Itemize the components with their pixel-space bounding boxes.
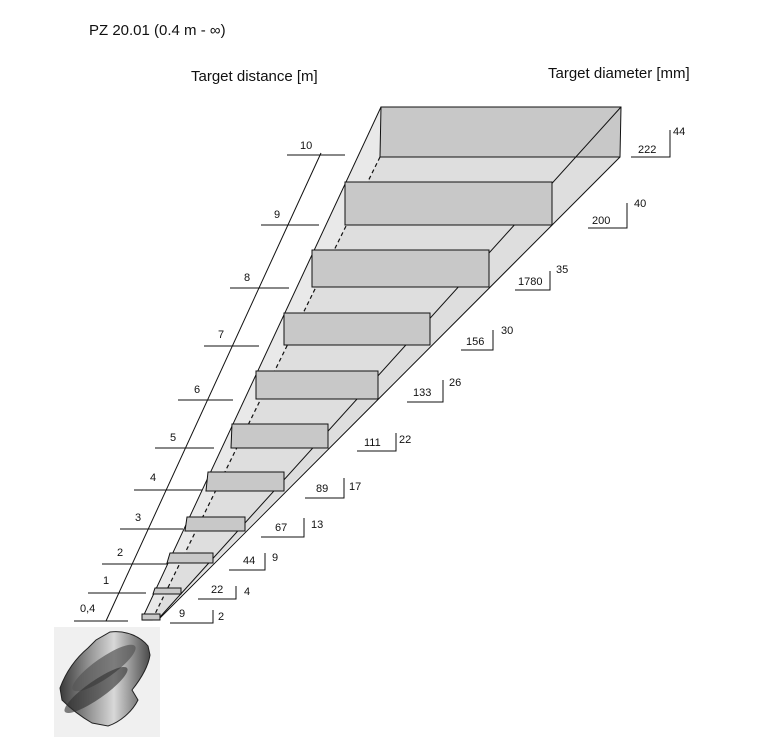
diameter-label: 44 xyxy=(243,555,255,567)
diameter-header: Target diameter [mm] xyxy=(548,65,690,82)
target-box xyxy=(184,516,246,532)
diameter-label: 67 xyxy=(275,522,287,534)
diameter-sub-label: 40 xyxy=(634,198,646,210)
diameter-label: 156 xyxy=(466,336,484,348)
diameter-sub-label: 9 xyxy=(272,552,278,564)
diameter-sub-label: 13 xyxy=(311,519,323,531)
diameter-sub-label: 22 xyxy=(399,434,411,446)
target-box xyxy=(230,423,329,449)
target-box xyxy=(283,312,431,346)
diameter-tick xyxy=(515,271,551,291)
diameter-label: 1780 xyxy=(518,276,542,288)
diameter-sub-label: 30 xyxy=(501,325,513,337)
distance-axis-line xyxy=(105,152,322,622)
distance-header: Target distance [m] xyxy=(191,68,318,85)
target-box xyxy=(166,552,214,564)
distance-label: 0,4 xyxy=(80,603,95,615)
distance-label: 8 xyxy=(244,272,250,284)
diameter-label: 9 xyxy=(179,608,185,620)
target-box xyxy=(311,249,490,288)
target-box xyxy=(141,613,161,621)
beam-edge-top xyxy=(141,106,382,620)
beam-edge-right-bottom xyxy=(157,156,621,621)
target-box xyxy=(255,370,379,400)
diameter-tick xyxy=(305,478,345,499)
diameter-tick xyxy=(407,380,444,403)
diameter-label: 89 xyxy=(316,483,328,495)
target-box-far xyxy=(379,106,622,158)
sensor-lens-icon xyxy=(54,627,160,737)
page-title: PZ 20.01 (0.4 m - ∞) xyxy=(89,22,226,39)
diameter-tick xyxy=(588,203,628,229)
diameter-label: 133 xyxy=(413,387,431,399)
target-box xyxy=(152,587,182,595)
diameter-sub-label: 17 xyxy=(349,481,361,493)
distance-label: 1 xyxy=(103,575,109,587)
diameter-label: 200 xyxy=(592,215,610,227)
diameter-tick xyxy=(261,518,305,538)
distance-label: 5 xyxy=(170,432,176,444)
diameter-tick xyxy=(461,330,494,351)
diameter-tick xyxy=(170,610,214,624)
distance-label: 10 xyxy=(300,140,312,152)
beam-bottom-face xyxy=(152,157,620,621)
distance-label: 6 xyxy=(194,384,200,396)
distance-label: 7 xyxy=(218,329,224,341)
beam-edge-hidden xyxy=(151,156,381,621)
diameter-sub-label: 35 xyxy=(556,264,568,276)
target-box xyxy=(344,181,553,226)
diameter-sub-label: 26 xyxy=(449,377,461,389)
target-box xyxy=(205,471,285,492)
diameter-tick xyxy=(198,586,237,600)
diameter-tick xyxy=(631,130,671,158)
diameter-label: 222 xyxy=(638,144,656,156)
distance-label: 2 xyxy=(117,547,123,559)
diameter-label: 111 xyxy=(364,437,381,449)
diameter-sub-label: 2 xyxy=(218,611,224,623)
diameter-sub-label: 44 xyxy=(673,126,685,138)
diameter-tick xyxy=(357,433,397,452)
diameter-tick xyxy=(229,553,266,571)
distance-label: 3 xyxy=(135,512,141,524)
distance-label: 4 xyxy=(150,472,156,484)
diameter-label: 22 xyxy=(211,584,223,596)
distance-label: 9 xyxy=(274,209,280,221)
diameter-sub-label: 4 xyxy=(244,586,250,598)
